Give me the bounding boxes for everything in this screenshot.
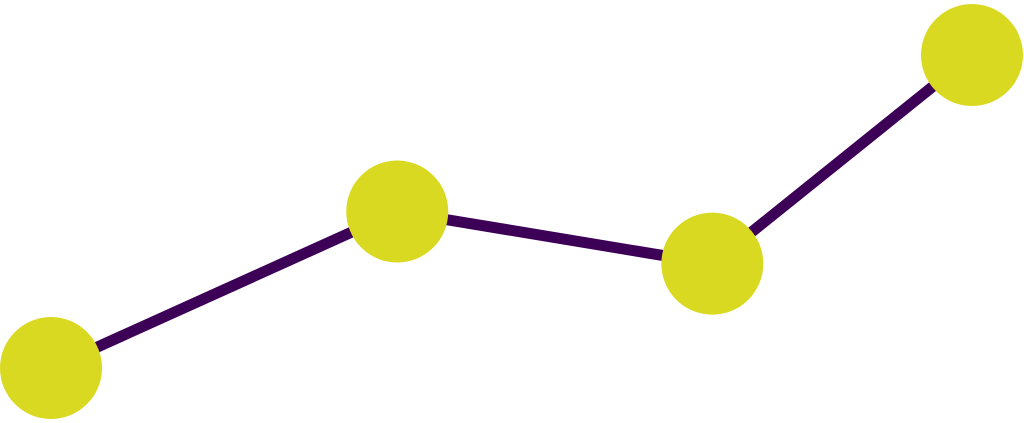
- series-lines: [48, 50, 976, 374]
- series-markers: [0, 4, 1023, 419]
- line-segment: [48, 206, 400, 374]
- data-point: [0, 317, 102, 419]
- data-point: [661, 212, 764, 315]
- line-segment: [708, 50, 976, 268]
- data-point: [346, 160, 449, 263]
- line-segment: [396, 206, 714, 270]
- data-point: [921, 4, 1023, 106]
